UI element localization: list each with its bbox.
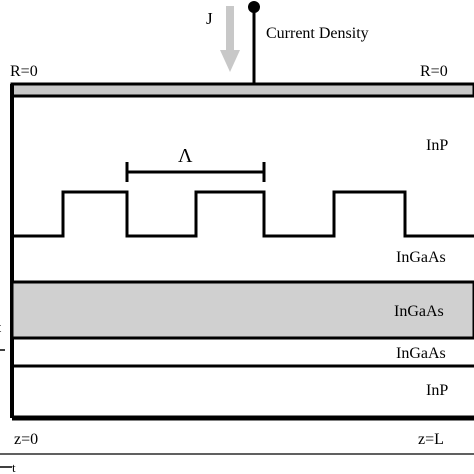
edge-label-t-bottom: t (12, 460, 16, 474)
edge-label-t-left: t (0, 320, 2, 336)
grating-period-symbol: Λ (178, 145, 193, 167)
z-start-label: z=0 (14, 431, 38, 448)
current-arrow-head (220, 50, 240, 72)
active-layer (10, 280, 474, 340)
layer-label-active-ingaas: InGaAs (394, 303, 444, 320)
reflectivity-right: R=0 (420, 63, 448, 80)
current-density-label: Current Density (266, 25, 369, 42)
grating-corrugation (12, 190, 474, 238)
layer-label-substrate-inp: InP (426, 382, 448, 399)
layer-label-lower-ingaas: InGaAs (396, 345, 446, 362)
top-contact-layer (10, 82, 474, 98)
reflectivity-left: R=0 (10, 63, 38, 80)
z-end-label: z=L (418, 431, 444, 448)
layer-label-grating-ingaas: InGaAs (396, 249, 446, 266)
grating-period-marker: Λ (125, 145, 266, 182)
current-symbol: J (206, 9, 213, 28)
current-injection: J Current Density (206, 1, 369, 84)
layer-label-top-inp: InP (426, 137, 448, 154)
